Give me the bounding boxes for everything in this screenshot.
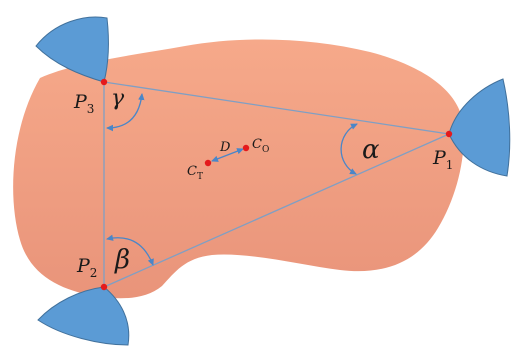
fingertip-top-left	[35, 16, 109, 83]
point-ct	[204, 159, 212, 167]
point-p3	[100, 78, 108, 86]
label-p3: P3	[73, 91, 94, 116]
edge-p1-p2	[103, 133, 450, 288]
gamma-arc	[106, 93, 145, 132]
label-p2: P2	[76, 255, 97, 280]
fingertip-bottom-left	[37, 286, 130, 346]
point-co	[242, 144, 250, 152]
label-co: CO	[252, 137, 269, 155]
beta-arc	[106, 234, 154, 266]
label-d: D	[219, 140, 231, 155]
grasp-triangle	[103, 81, 450, 288]
label-p1: P1	[432, 147, 453, 172]
label-ct: CT	[187, 164, 203, 182]
point-p2	[100, 283, 108, 291]
edge-p3-p1	[103, 81, 450, 135]
alpha-arc	[340, 123, 358, 175]
label-beta: β	[114, 245, 130, 275]
point-p1	[445, 130, 453, 138]
fingertip-right	[448, 78, 511, 177]
distance-arrow	[211, 148, 244, 162]
label-gamma: γ	[111, 86, 125, 111]
label-alpha: α	[362, 135, 380, 165]
